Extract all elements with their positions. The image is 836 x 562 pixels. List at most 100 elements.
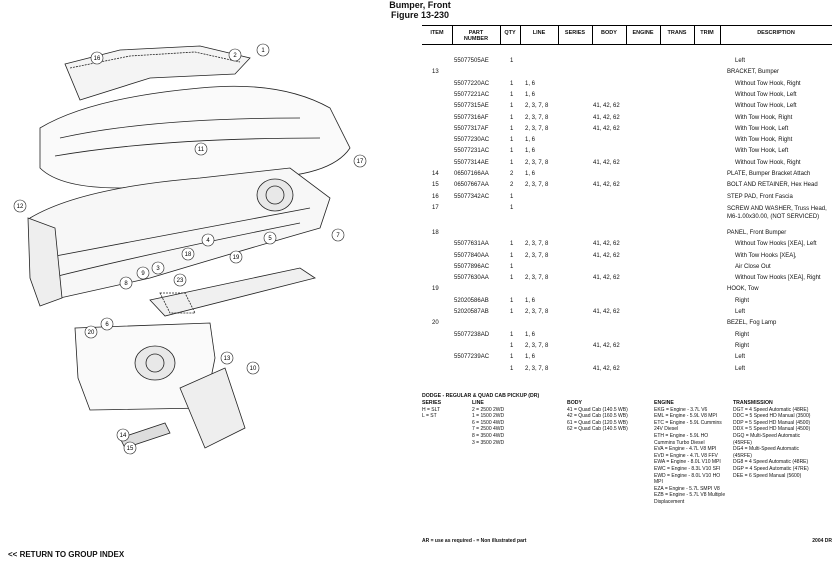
row-description: BEZEL, Fog Lamp xyxy=(727,320,777,327)
row-line: 2, 3, 7, 8 xyxy=(525,342,549,349)
page-title: Bumper, Front Figure 13-230 xyxy=(360,0,480,20)
callout-6: 6 xyxy=(100,317,114,331)
row-description: Left xyxy=(735,365,746,372)
col-part-number: PART NUMBER xyxy=(463,30,489,42)
svg-text:14: 14 xyxy=(120,433,127,439)
row-description: With Tow Hook, Right xyxy=(735,137,793,144)
row-item: 15 xyxy=(432,182,439,189)
legend-entry: 24V Diesel xyxy=(654,426,679,433)
row-qty: 1 xyxy=(510,159,514,166)
row-line: 1, 6 xyxy=(525,91,536,98)
col-body: BODY xyxy=(601,30,617,36)
row-line: 2, 3, 7, 8 xyxy=(525,125,549,132)
legend-entry: EWA = Engine - 8.0L V10 MPI xyxy=(654,459,721,466)
row-part-number: 55077342AC xyxy=(454,193,490,200)
row-qty: 1 xyxy=(510,204,514,211)
row-description: Left xyxy=(735,309,746,315)
legend-entry: EVA = Engine - 4.7L V8 MPI xyxy=(654,446,717,453)
row-description: Right xyxy=(735,331,750,338)
row-qty: 1 xyxy=(510,365,514,372)
row-body: 41, 42, 62 xyxy=(593,365,620,372)
legend-entry: Cummins Turbo Diesel xyxy=(654,439,705,446)
row-part-number: 55077896AC xyxy=(454,263,490,270)
parts-table-header: ITEM PART NUMBER QTY LINE SERIES BODY EN… xyxy=(422,25,832,45)
row-qty: 1 xyxy=(510,148,514,155)
row-part-number: 55077239AC xyxy=(454,354,490,361)
legend-entry: DGP = 4 Speed Automatic (47RE) xyxy=(733,465,809,472)
callout-10: 10 xyxy=(246,361,260,375)
svg-text:2: 2 xyxy=(233,53,237,59)
row-qty: 1 xyxy=(510,241,514,248)
row-part-number: 06507166AA xyxy=(454,171,489,177)
legend-entry: ETH = Engine - 5.9L HO xyxy=(654,432,709,439)
row-body: 41, 42, 62 xyxy=(593,309,620,315)
row-description: Left xyxy=(735,58,746,64)
figure-number: Figure 13-230 xyxy=(390,10,450,20)
legend-entry: 8 = 3500 4WD xyxy=(472,432,505,439)
legend-entry: (45RFE) xyxy=(733,439,752,446)
legend-entry: 61 = Quad Cab (120.5 WB) xyxy=(567,419,628,426)
legend-body-head: BODY xyxy=(567,400,582,406)
legend-entry: 62 = Quad Cab (140.5 WB) xyxy=(567,426,628,433)
footer-model-year: 2004 DR xyxy=(812,538,832,544)
row-line: 2, 3, 7, 8 xyxy=(525,275,549,282)
legend-entry: 42 = Quad Cab (160.5 WB) xyxy=(567,413,628,420)
legend-entry: DG4 = Multi-Speed Automatic xyxy=(733,446,800,453)
row-qty: 1 xyxy=(510,342,514,349)
callout-23: 23 xyxy=(173,273,187,287)
legend-entry: DGQ = Multi-Speed Automatic xyxy=(733,432,801,439)
row-qty: 1 xyxy=(510,103,514,110)
legend-entry: ETC = Engine - 5.9L Cummins xyxy=(654,419,722,426)
row-body: 41, 42, 62 xyxy=(593,241,620,248)
svg-text:9: 9 xyxy=(141,271,145,277)
svg-text:12: 12 xyxy=(17,204,24,210)
row-part-number: 55077221AC xyxy=(454,91,490,98)
legend-entry: L = ST xyxy=(422,413,437,420)
row-line: 2, 3, 7, 8 xyxy=(525,103,549,110)
row-part-number: 55077238AD xyxy=(454,331,490,338)
legend-entry: (45RFE) xyxy=(733,452,752,459)
callout-19: 19 xyxy=(229,250,243,264)
legend-entry: DEE = 6 Speed Manual (5600) xyxy=(733,472,802,479)
row-body: 41, 42, 62 xyxy=(593,252,620,259)
row-part-number: 55077840AA xyxy=(454,252,489,259)
col-line: LINE xyxy=(532,30,546,36)
row-line: 1, 6 xyxy=(525,137,536,144)
row-qty: 1 xyxy=(510,114,514,121)
legend-line-head: LINE xyxy=(472,400,484,406)
row-line: 1, 6 xyxy=(525,80,536,87)
legend-entry: EVD = Engine - 4.7L V8 FFV xyxy=(654,452,718,459)
row-description: With Tow Hook, Left xyxy=(735,125,789,132)
row-part-number: 55077231AC xyxy=(454,148,490,155)
row-line: 2, 3, 7, 8 xyxy=(525,309,549,315)
row-description: BOLT AND RETAINER, Hex Head xyxy=(727,182,818,189)
legend-engine-head: ENGINE xyxy=(654,400,674,406)
legend-entry: DDP = 5 Speed HD Manual (4500) xyxy=(733,419,811,426)
row-qty: 2 xyxy=(510,182,514,189)
row-qty: 1 xyxy=(510,309,514,315)
legend-entry: DGT = 4 Speed Automatic (48RE) xyxy=(733,406,809,413)
legend-entry: EWC = Engine - 8.3L V10 SFI xyxy=(654,465,721,472)
row-part-number: 55077314AE xyxy=(454,159,489,166)
callout-13: 13 xyxy=(220,351,234,365)
row-qty: 2 xyxy=(510,171,514,177)
return-to-group-index-link[interactable]: << RETURN TO GROUP INDEX xyxy=(8,550,125,559)
legend-entry: 3 = 3500 2WD xyxy=(472,439,505,446)
col-description: DESCRIPTION xyxy=(757,30,795,36)
page-title-text: Bumper, Front xyxy=(389,0,451,10)
row-description: Without Tow Hooks [XEA], Right xyxy=(735,275,821,282)
row-qty: 1 xyxy=(510,297,514,304)
row-line: 1, 6 xyxy=(525,331,536,338)
